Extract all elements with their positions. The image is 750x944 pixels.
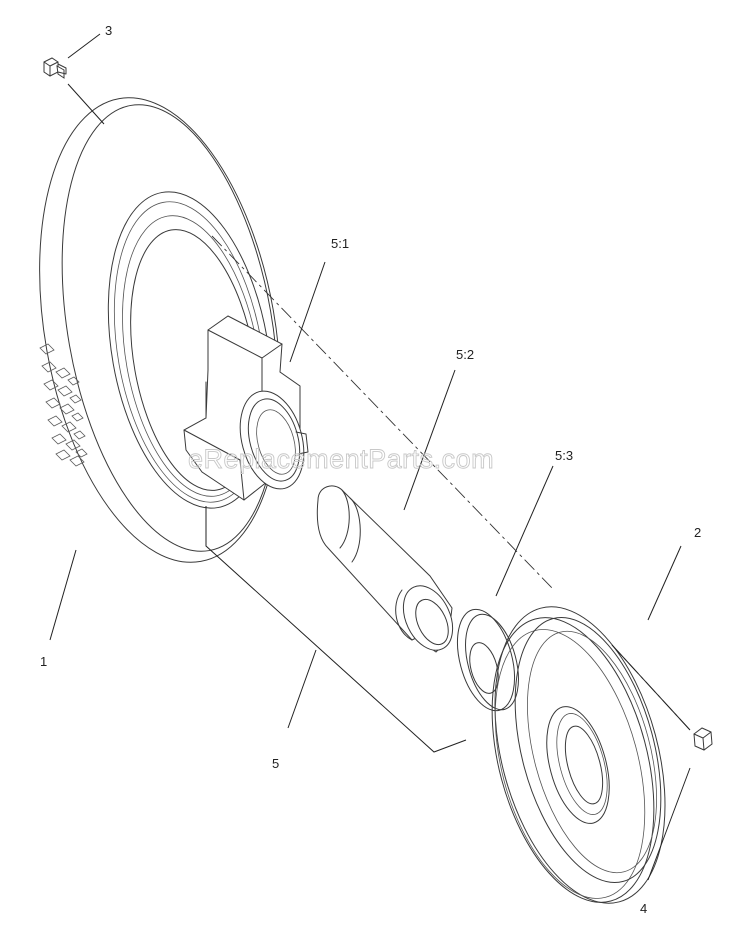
callout-5: 5	[272, 756, 279, 771]
watermark: eReplacementParts.com	[188, 444, 494, 474]
part-4-nut[interactable]	[693, 727, 713, 751]
tire-tread-pattern	[39, 343, 88, 467]
callout-4: 4	[640, 901, 647, 916]
callout-1: 1	[40, 654, 47, 669]
part-5-1-hub[interactable]	[183, 315, 314, 501]
callout-3: 3	[105, 23, 112, 38]
assembly-5-bracket	[205, 506, 467, 753]
callout-5-1: 5:1	[331, 236, 349, 251]
axis-centerline	[211, 235, 553, 589]
callout-5-3: 5:3	[555, 448, 573, 463]
part-1-tire[interactable]	[6, 79, 314, 582]
part-5-3-washer[interactable]	[447, 603, 527, 717]
part-5-2-spacer[interactable]	[316, 485, 462, 658]
part-2-rim[interactable]	[464, 588, 695, 922]
leader-lines	[49, 33, 691, 881]
part-3-screw[interactable]	[43, 57, 67, 79]
callout-5-2: 5:2	[456, 347, 474, 362]
callout-2: 2	[694, 525, 701, 540]
